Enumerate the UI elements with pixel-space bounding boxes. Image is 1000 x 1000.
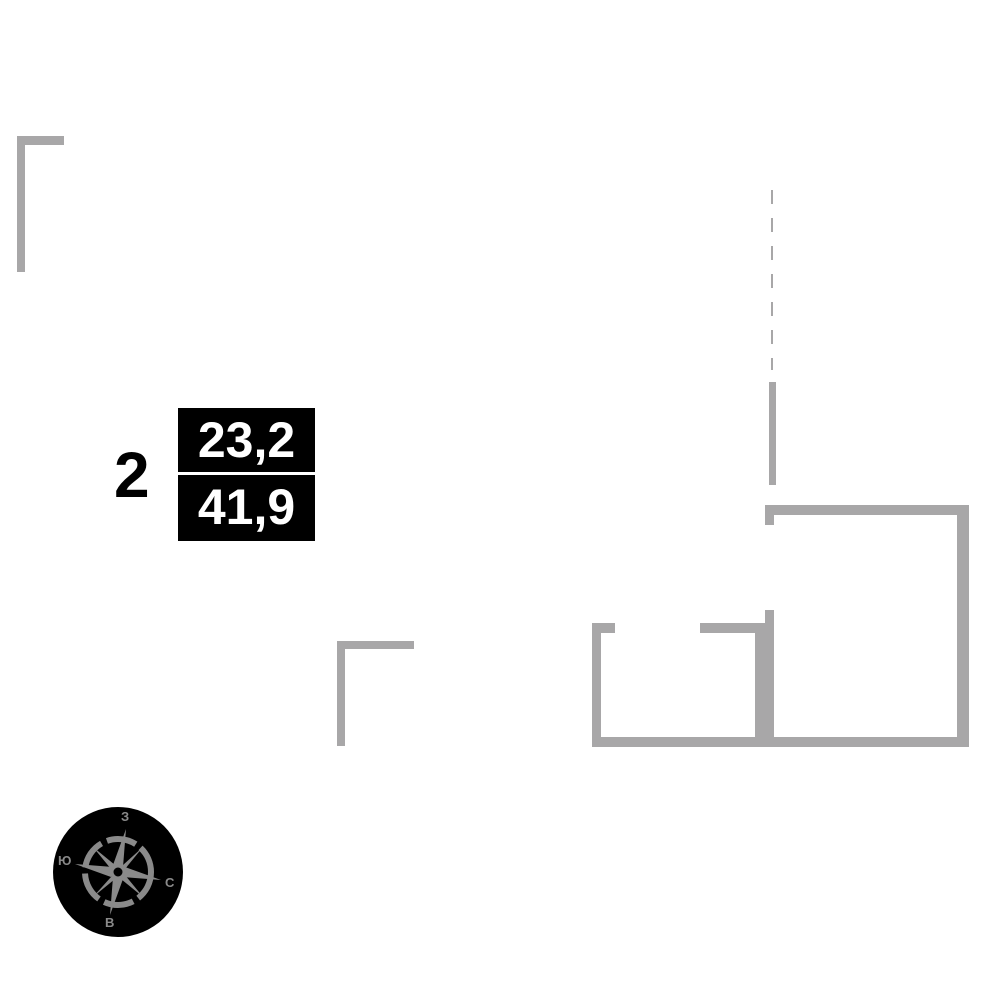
living-area: 23,2	[178, 408, 315, 472]
wall	[592, 623, 615, 633]
compass-east-label: В	[105, 915, 115, 930]
compass: З Ю С В	[53, 807, 183, 937]
compass-west-label: З	[121, 809, 130, 824]
wall	[337, 641, 345, 746]
compass-north-label: С	[165, 875, 175, 890]
dashed-line	[771, 190, 773, 370]
wall	[755, 623, 770, 747]
room-count: 2	[114, 439, 150, 511]
wall	[957, 505, 969, 747]
wall	[765, 505, 774, 525]
total-area: 41,9	[178, 475, 315, 541]
wall	[769, 382, 776, 485]
compass-south-label: Ю	[58, 853, 72, 868]
area-divider	[178, 472, 315, 474]
compass-rose-icon	[75, 829, 161, 915]
wall	[592, 737, 969, 747]
wall	[17, 136, 64, 145]
wall	[765, 505, 969, 515]
wall	[17, 136, 25, 272]
wall	[337, 641, 414, 649]
wall	[592, 623, 601, 747]
wall	[700, 623, 770, 633]
